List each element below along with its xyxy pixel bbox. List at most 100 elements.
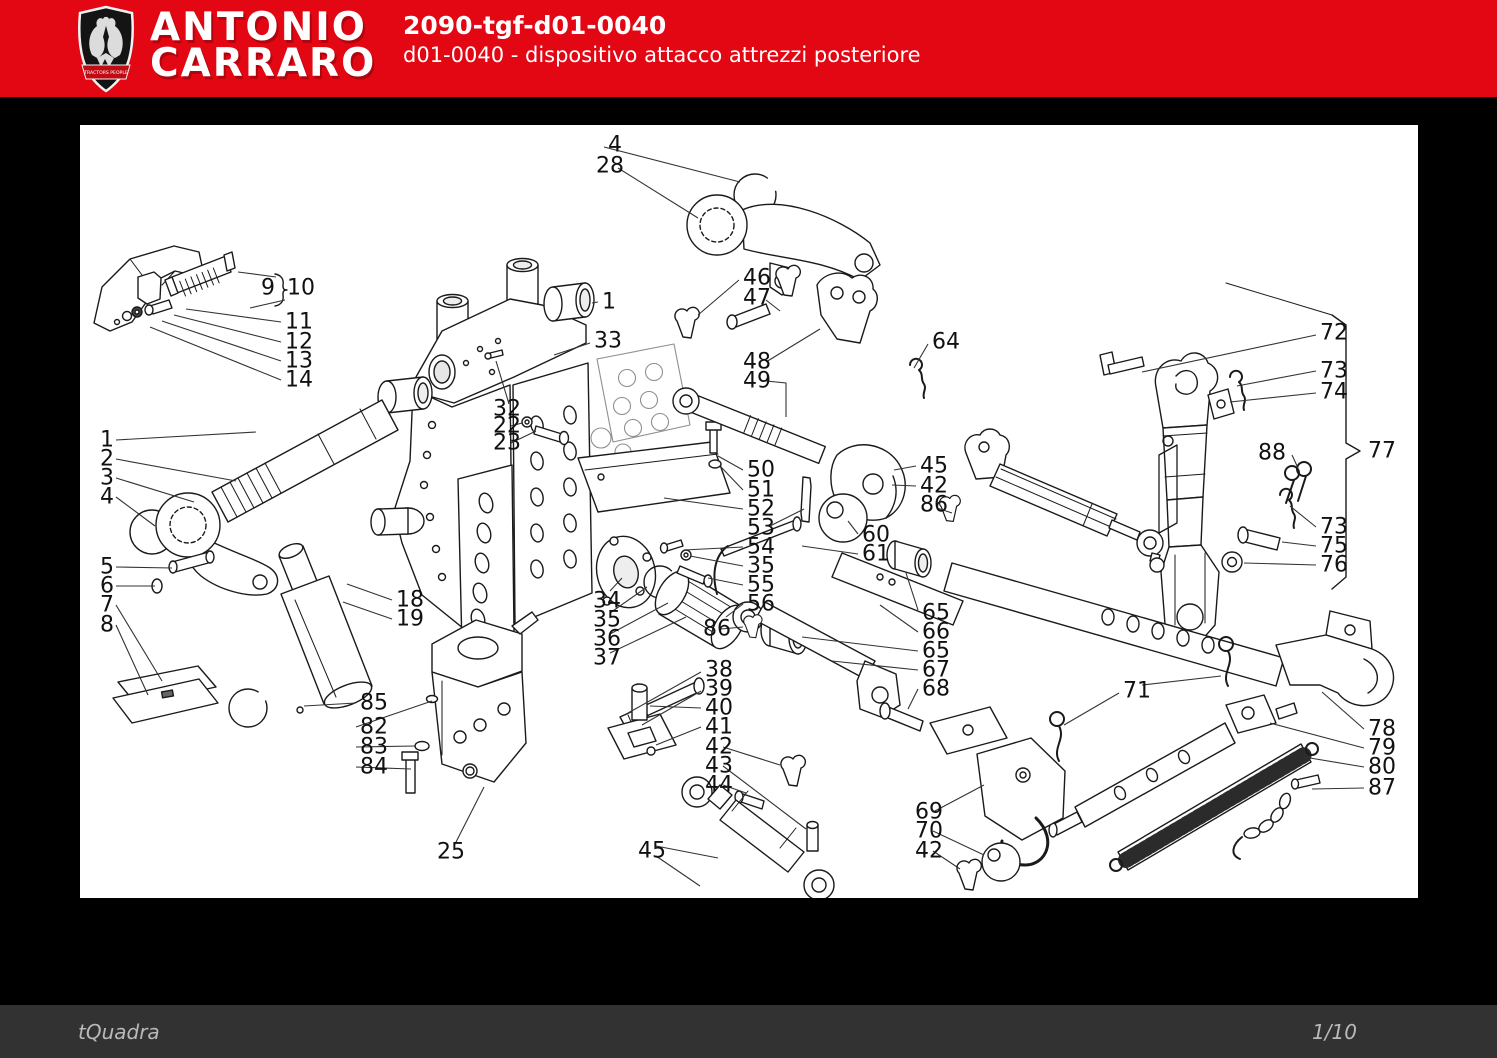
part-callout-69: 69 [915,800,943,825]
callout-leader [722,765,807,830]
part-callout-36: 36 [593,627,621,652]
logo-banner: TRACTORS PEOPLE [81,64,131,80]
shield-horses-icon: TRACTORS PEOPLE [78,5,134,93]
part-callout-56: 56 [747,592,775,617]
part-callout-70: 70 [915,819,943,844]
callout-leader [655,845,719,859]
part-callout-42: 42 [705,735,733,760]
drawbar-art [929,562,1395,891]
callout-leader [609,577,623,592]
callout-leader [115,458,237,482]
part-callout-40: 40 [705,696,733,721]
callout-leader [769,508,805,527]
callout-leader [510,430,537,444]
callout-leader [641,690,702,726]
callout-leader [689,555,744,567]
part-callout-47: 47 [743,286,771,311]
part-callout-79: 79 [1368,736,1396,761]
callout-leader [717,455,744,471]
part-callout-8: 8 [100,613,114,638]
callout-leader [765,380,787,417]
part-callout-18: 18 [396,588,424,613]
callout-leader [801,636,919,652]
part-callout-75: 75 [1320,534,1348,559]
part-callout-45: 45 [638,839,666,864]
diagram-art [93,173,1395,898]
callout-leader [185,308,282,323]
callout-leader [707,577,744,586]
part-callout-12: 12 [285,330,313,355]
top-link-art [672,264,961,595]
part-callout-67: 67 [922,658,950,683]
callout-leader [115,496,156,527]
bottom-turnbuckle-art [607,614,835,898]
callout-leader [893,465,917,471]
part-callout-41: 41 [705,715,733,740]
part-callout-52: 52 [747,497,775,522]
part-callout-76: 76 [1320,553,1348,578]
part-callout-66: 66 [922,620,950,645]
part-callout-46: 46 [743,266,771,291]
brand-name: ANTONIO CARRARO [150,8,377,87]
header-bar: TRACTORS PEOPLE ANTONIO CARRARO 2090-tgf… [0,0,1497,97]
callout-leader [161,320,282,362]
document-code: 2090-tgf-d01-0040 [403,11,667,40]
page-indicator: 1/10 [1312,1019,1357,1044]
part-callout-4: 4 [608,133,622,158]
rocker-arm-art [686,173,881,296]
callout-leader [683,546,744,551]
part-callout-82: 82 [360,715,388,740]
part-callout-88: 88 [1258,441,1286,466]
callout-leader [765,328,821,363]
part-callout-4: 4 [100,485,114,510]
callout-leader [932,850,961,870]
part-callout-5: 5 [100,555,114,580]
callout-leader [617,167,699,219]
callout-leader [115,624,149,696]
part-callout-25: 25 [437,840,465,865]
part-callout-9: 9 [261,276,275,301]
callout-leader [115,566,173,569]
callout-leader [346,583,393,601]
part-callout-65: 65 [922,601,950,626]
part-callout-23: 23 [493,431,521,456]
support-bracket-art [401,611,539,794]
part-callout-38: 38 [705,658,733,683]
callout-leader [801,545,859,555]
callout-leader [149,326,282,381]
callout-leader [115,431,257,441]
part-callout-61: 61 [862,542,890,567]
callout-leader [697,279,740,316]
callout-leader [1236,370,1317,387]
callout-leader [591,301,599,304]
part-callout-74: 74 [1320,380,1348,405]
part-callout-42: 42 [920,474,948,499]
callout-leader [603,146,741,183]
callout-leader [907,688,919,710]
part-callout-44: 44 [705,773,733,798]
part-callout-83: 83 [360,735,388,760]
part-callout-22: 22 [493,414,521,439]
callout-leader [1269,722,1365,749]
part-callout-71: 71 [1123,679,1151,704]
part-callout-53: 53 [747,516,775,541]
part-callout-49: 49 [743,369,771,394]
callout-leader [1303,756,1365,768]
callout-leader [932,830,985,856]
cover-plate-art [577,421,812,523]
callout-leader [237,271,277,278]
part-callout-72: 72 [1320,321,1348,346]
part-callout-33: 33 [594,329,622,354]
part-callout-35: 35 [593,608,621,633]
part-callout-65: 65 [922,639,950,664]
callout-leader [609,602,669,635]
part-callout-45: 45 [920,454,948,479]
brand-line2: CARRARO [150,41,377,87]
callout-leader [495,360,510,405]
part-callout-14: 14 [285,368,313,393]
callout-leader [1311,787,1365,790]
callout-leader [936,507,953,514]
part-callout-73: 73 [1320,359,1348,384]
